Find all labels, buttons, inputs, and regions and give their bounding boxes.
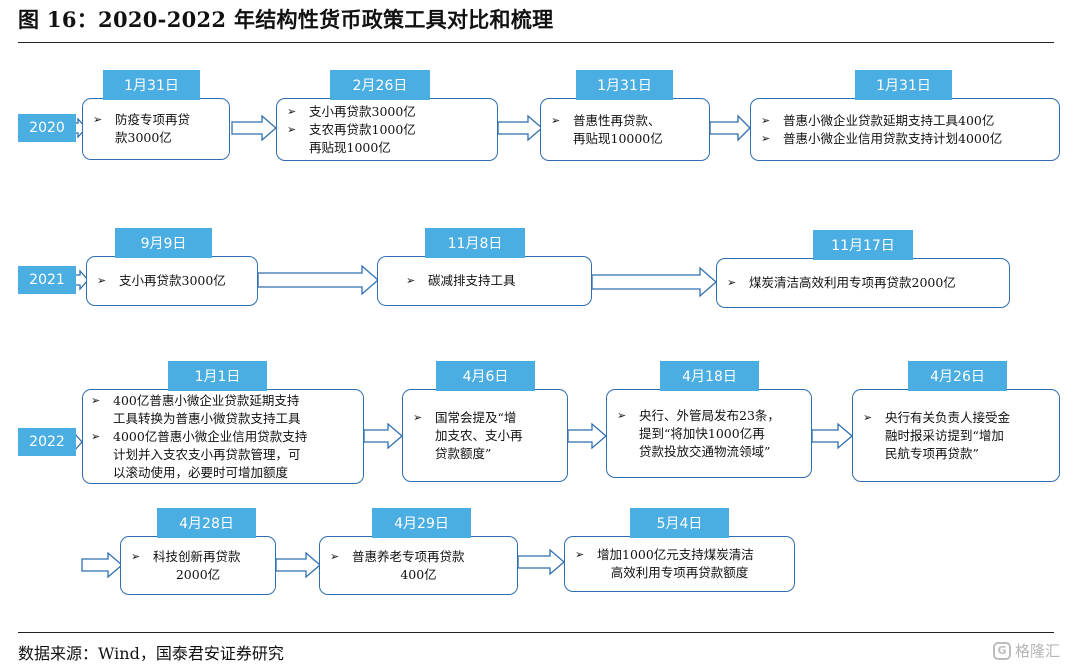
event-box: ➢ 央行有关负责人接受金 融时报采访提到“增加 民航专项再贷款” xyxy=(852,389,1060,482)
event-date: 9月9日 xyxy=(115,228,212,258)
event-box: ➢ 支小再贷款3000亿 xyxy=(86,256,258,306)
event-date: 11月8日 xyxy=(425,228,525,258)
event-item: 民航专项再贷款” xyxy=(885,445,979,461)
arrow-2021-2 xyxy=(257,264,379,296)
bullet-icon: ➢ xyxy=(863,410,873,424)
event-item: 煤炭清洁高效利用专项再贷款2000亿 xyxy=(749,275,956,290)
event-item: 再贴现1000亿 xyxy=(309,139,391,155)
event-item: 贷款额度” xyxy=(435,445,492,461)
event-box: ➢ 普惠性再贷款、 再贴现10000亿 xyxy=(540,98,710,161)
bullet-icon: ➢ xyxy=(91,429,101,443)
source-rule xyxy=(18,632,1054,633)
source-note: 数据来源：Wind，国泰君安证券研究 xyxy=(18,644,284,663)
event-box: ➢ 科技创新再贷款 2000亿 xyxy=(120,536,276,595)
bullet-icon: ➢ xyxy=(406,274,416,287)
event-box: ➢ 增加1000亿元支持煤炭清洁 高效利用专项再贷款额度 xyxy=(564,536,795,592)
arrow-2022-3 xyxy=(567,422,607,450)
event-box: ➢ 400亿普惠小微企业贷款延期支持 工具转换为普惠小微贷款支持工具 ➢ 4000亿… xyxy=(82,389,364,484)
event-date: 11月17日 xyxy=(813,230,913,260)
event-item: 普惠小微企业贷款延期支持工具400亿 xyxy=(783,112,995,128)
event-item: 400亿 xyxy=(400,566,437,582)
event-box: ➢ 国常会提及“增 加支农、支小再 贷款额度” xyxy=(402,389,568,482)
arrow-2022-7 xyxy=(517,548,565,576)
event-item: 提到“将加快1000亿再 xyxy=(639,425,765,441)
event-item: 2000亿 xyxy=(175,566,221,582)
bullet-icon: ➢ xyxy=(761,113,771,127)
event-date: 4月28日 xyxy=(157,508,256,538)
bullet-icon: ➢ xyxy=(287,122,297,136)
event-item: 再贴现10000亿 xyxy=(573,130,663,146)
bullet-icon: ➢ xyxy=(131,549,141,563)
event-item: 支农再贷款1000亿 xyxy=(309,121,416,137)
event-item: 400亿普惠小微企业贷款延期支持 xyxy=(113,392,300,408)
title-rule xyxy=(18,42,1054,43)
event-date: 1月31日 xyxy=(855,70,952,100)
year-tag-2022: 2022 xyxy=(18,428,76,456)
event-box: ➢ 普惠小微企业贷款延期支持工具400亿 ➢ 普惠小微企业信用贷款支持计划4000亿 xyxy=(750,98,1060,161)
event-item: 科技创新再贷款 xyxy=(153,548,241,564)
arrow-2022-5 xyxy=(81,551,123,579)
bullet-icon: ➢ xyxy=(287,104,297,118)
bullet-icon: ➢ xyxy=(330,549,340,563)
event-date: 1月31日 xyxy=(103,70,200,100)
arrow-2022-6 xyxy=(275,551,321,579)
event-item: 支小再贷款3000亿 xyxy=(119,273,226,288)
event-date: 2月26日 xyxy=(330,70,430,100)
event-item: 碳减排支持工具 xyxy=(428,273,516,288)
event-box: ➢ 碳减排支持工具 xyxy=(377,256,592,306)
watermark-text: 格隆汇 xyxy=(1014,642,1060,660)
event-item: 国常会提及“增 xyxy=(435,409,517,425)
bullet-icon: ➢ xyxy=(575,548,585,561)
event-item: 普惠性再贷款、 xyxy=(573,112,661,128)
event-item: 增加1000亿元支持煤炭清洁 xyxy=(597,547,754,562)
event-item: 融时报采访提到“增加 xyxy=(885,427,1004,443)
bullet-icon: ➢ xyxy=(91,393,101,407)
event-item: 工具转换为普惠小微贷款支持工具 xyxy=(113,410,301,426)
event-date: 4月26日 xyxy=(908,361,1007,391)
year-tag-2021: 2021 xyxy=(18,266,76,294)
event-box: ➢ 普惠养老专项再贷款 400亿 xyxy=(319,536,518,595)
event-item: 普惠养老专项再贷款 xyxy=(352,548,465,564)
bullet-icon: ➢ xyxy=(551,113,561,127)
event-box: ➢ 煤炭清洁高效利用专项再贷款2000亿 xyxy=(716,258,1010,308)
bullet-icon: ➢ xyxy=(761,131,771,145)
event-date: 4月6日 xyxy=(436,361,535,391)
arrow-2020-2 xyxy=(231,114,277,142)
arrow-2022-4 xyxy=(811,422,853,450)
bullet-icon: ➢ xyxy=(97,274,107,287)
event-item: 加支农、支小再 xyxy=(435,427,523,443)
event-item: 高效利用专项再贷款额度 xyxy=(610,565,749,580)
bullet-icon: ➢ xyxy=(93,113,103,126)
event-item: 计划并入支农支小再贷款管理，可 xyxy=(113,446,301,462)
watermark-logo-icon: G xyxy=(992,641,1011,660)
event-box: ➢ 支小再贷款3000亿 ➢ 支农再贷款1000亿 再贴现1000亿 xyxy=(276,98,498,161)
arrow-2022-2 xyxy=(363,422,403,450)
arrow-2020-4 xyxy=(709,114,751,142)
event-item: 4000亿普惠小微企业信用贷款支持 xyxy=(113,428,308,444)
bullet-icon: ➢ xyxy=(617,408,627,422)
bullet-icon: ➢ xyxy=(727,276,737,289)
event-item: 央行、外管局发布23条， xyxy=(639,407,780,423)
event-date: 4月29日 xyxy=(372,508,471,538)
event-item: 贷款投放交通物流领域” xyxy=(639,443,771,459)
figure-title: 图 16：2020-2022 年结构性货币政策工具对比和梳理 xyxy=(18,7,554,32)
event-date: 1月31日 xyxy=(576,70,673,100)
event-item: 款3000亿 xyxy=(115,130,172,145)
bullet-icon: ➢ xyxy=(413,410,423,424)
event-date: 4月18日 xyxy=(660,361,759,391)
event-item: 支小再贷款3000亿 xyxy=(309,103,416,119)
event-date: 1月1日 xyxy=(168,361,267,391)
event-item: 央行有关负责人接受金 xyxy=(885,409,1011,425)
event-item: 以滚动使用，必要时可增加额度 xyxy=(113,464,289,480)
event-box: ➢ 央行、外管局发布23条， 提到“将加快1000亿再 贷款投放交通物流领域” xyxy=(606,389,812,478)
event-item: 普惠小微企业信用贷款支持计划4000亿 xyxy=(783,130,1003,146)
arrow-2020-3 xyxy=(497,114,543,142)
event-date: 5月4日 xyxy=(630,508,729,538)
watermark: G 格隆汇 xyxy=(992,640,1060,661)
year-tag-2020: 2020 xyxy=(18,114,76,142)
event-box: ➢ 防疫专项再贷 款3000亿 xyxy=(82,98,230,160)
event-item: 防疫专项再贷 xyxy=(115,112,191,127)
arrow-2021-3 xyxy=(591,266,717,298)
